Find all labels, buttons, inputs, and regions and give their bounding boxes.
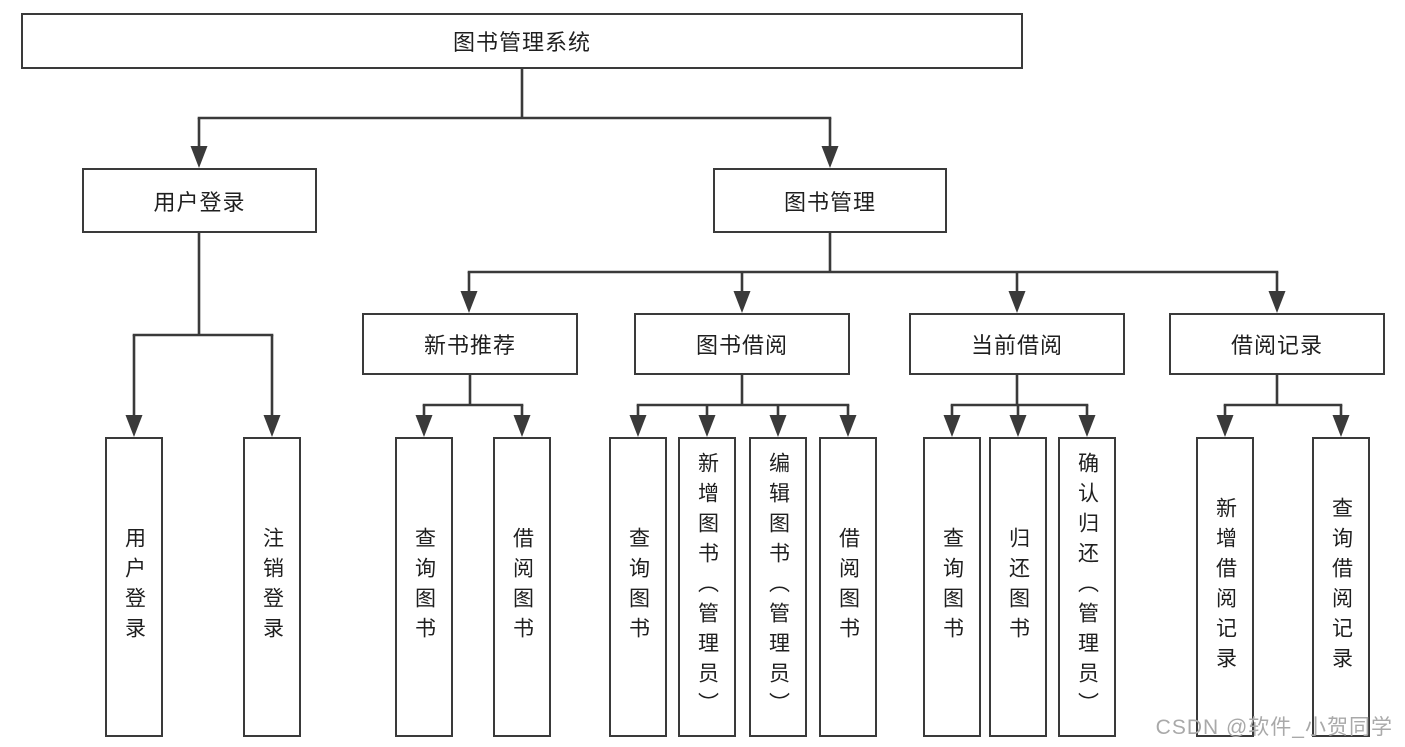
node-book-management-label: 图书管理 (783, 189, 876, 215)
leaf-user-login-label: 用户登录 (122, 527, 146, 647)
leaf-query-borrow-record-label: 查询借阅记录 (1329, 497, 1353, 677)
node-root: 图书管理系统 (21, 13, 1023, 69)
node-borrow-records: 借阅记录 (1169, 313, 1385, 375)
leaf-query-books-1: 查询图书 (395, 437, 453, 737)
leaf-edit-books-admin: 编辑图书（管理员） (749, 437, 807, 737)
leaf-return-books: 归还图书 (989, 437, 1047, 737)
watermark: CSDN @软件_小贺同学 (1155, 716, 1393, 739)
node-new-book-recommend-label: 新书推荐 (423, 333, 516, 358)
leaf-logout-label: 注销登录 (260, 527, 284, 647)
node-root-label: 图书管理系统 (452, 30, 591, 55)
leaf-query-books-2: 查询图书 (609, 437, 667, 737)
leaf-borrow-books-1: 借阅图书 (493, 437, 551, 737)
leaf-borrow-books-2: 借阅图书 (819, 437, 877, 737)
leaf-confirm-return-admin-label: 确认归还（管理员） (1075, 452, 1099, 722)
leaf-add-borrow-record: 新增借阅记录 (1196, 437, 1254, 737)
node-new-book-recommend: 新书推荐 (362, 313, 578, 375)
leaf-add-borrow-record-label: 新增借阅记录 (1213, 497, 1237, 677)
leaf-add-books-admin: 新增图书（管理员） (678, 437, 736, 737)
node-current-borrow-label: 当前借阅 (970, 333, 1063, 358)
leaf-query-books-3-label: 查询图书 (940, 527, 964, 647)
node-user-login-label: 用户登录 (153, 189, 246, 215)
leaf-add-books-admin-label: 新增图书（管理员） (695, 452, 719, 722)
leaf-borrow-books-1-label: 借阅图书 (510, 527, 534, 647)
leaf-logout: 注销登录 (243, 437, 301, 737)
leaf-edit-books-admin-label: 编辑图书（管理员） (766, 452, 790, 722)
node-borrow-records-label: 借阅记录 (1230, 333, 1323, 358)
leaf-user-login: 用户登录 (105, 437, 163, 737)
leaf-query-books-2-label: 查询图书 (626, 527, 650, 647)
node-book-borrow: 图书借阅 (634, 313, 850, 375)
leaf-confirm-return-admin: 确认归还（管理员） (1058, 437, 1116, 737)
node-user-login: 用户登录 (82, 168, 317, 233)
node-book-management: 图书管理 (713, 168, 947, 233)
node-current-borrow: 当前借阅 (909, 313, 1125, 375)
leaf-return-books-label: 归还图书 (1006, 527, 1030, 647)
leaf-query-books-1-label: 查询图书 (412, 527, 436, 647)
leaf-borrow-books-2-label: 借阅图书 (836, 527, 860, 647)
leaf-query-borrow-record: 查询借阅记录 (1312, 437, 1370, 737)
node-book-borrow-label: 图书借阅 (695, 333, 788, 358)
leaf-query-books-3: 查询图书 (923, 437, 981, 737)
